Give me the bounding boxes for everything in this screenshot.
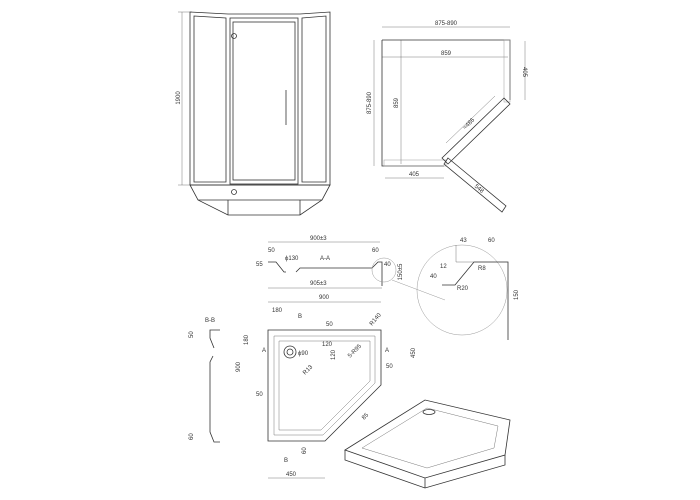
- section-aa-title: A-A: [320, 256, 330, 262]
- bb-bottom-dim: 60: [189, 433, 195, 440]
- right-side-dim: 450: [411, 347, 417, 358]
- rim-detail: 43 60 12 40 R8 R20 150: [416, 238, 520, 340]
- width-inner-dim: 859: [441, 51, 452, 57]
- bottom-width-dim: 905±3: [310, 281, 327, 287]
- section-bb-title: B-B: [205, 318, 215, 324]
- enclosure-plan: 875-890 859 875-890 859 405 405 ≈486 548: [367, 21, 527, 213]
- tray-plan: 900 180 B 50 R140 180 A A 900 ϕ90 120 12…: [236, 295, 417, 479]
- tray-depth-dim: 900: [236, 361, 242, 372]
- diagonal-rim-dim: 85: [361, 412, 370, 421]
- section-b-marker-bottom: B: [284, 458, 288, 464]
- bb-top-dim: 50: [189, 331, 195, 338]
- width-outer-dim: 875-890: [435, 21, 458, 27]
- grid-x-dim: 120: [322, 342, 333, 348]
- left-rim-dim: 50: [256, 392, 263, 398]
- enclosure-elevation: 1900: [176, 11, 331, 216]
- height-dim: 1900: [176, 91, 182, 105]
- depth-inner-dim: 859: [394, 97, 400, 108]
- section-bb: B-B 50 60: [189, 318, 220, 443]
- right-height-dim: 40: [384, 262, 391, 268]
- detail-h1: 12: [440, 264, 447, 270]
- side-right-dim: 405: [521, 67, 527, 78]
- section-a-marker-right: A: [385, 348, 389, 354]
- grid-y-dim: 120: [331, 349, 337, 360]
- detail-height: 150: [514, 289, 520, 300]
- left-height-dim: 55: [256, 262, 263, 268]
- detail-w1: 43: [460, 238, 467, 244]
- side-bottom-dim: 405: [409, 172, 420, 178]
- bottom-rim-dim: 60: [302, 447, 308, 454]
- detail-w2: 60: [488, 238, 495, 244]
- tray-width-dim: 900: [319, 295, 330, 301]
- dot-radius-dim: R13: [302, 364, 314, 376]
- a-offset-dim: 180: [244, 334, 250, 345]
- detail-h2: 40: [430, 274, 437, 280]
- detail-r-large: R20: [457, 286, 469, 292]
- left-rim-dim: 50: [268, 248, 275, 254]
- right-rim-dim: 60: [372, 248, 379, 254]
- tray-3d-view: [344, 399, 511, 489]
- corner-radius-dim: R140: [369, 312, 383, 327]
- top-rim-dim: 50: [326, 322, 333, 328]
- depth-outer-dim: 875-890: [367, 91, 373, 114]
- section-a-marker-left: A: [262, 348, 266, 354]
- drain-diameter-dim: ϕ130: [285, 256, 299, 262]
- door-dim: 548: [473, 184, 485, 195]
- total-height-dim: 150±5: [398, 263, 404, 280]
- detail-r-small: R8: [478, 266, 486, 272]
- b-offset-dim: 180: [272, 308, 283, 314]
- inner-radius-dim: 5-R95: [347, 343, 363, 359]
- drain-dim: ϕ90: [298, 351, 309, 357]
- right-rim-dim: 50: [386, 364, 393, 370]
- top-width-dim: 900±3: [310, 236, 327, 242]
- section-aa: 900±3 A-A 50 60 55 40 ϕ130 905±3 150±5: [256, 236, 446, 301]
- section-b-marker-top: B: [298, 314, 302, 320]
- fixed-panel-dim: ≈486: [462, 117, 476, 131]
- bottom-side-dim: 450: [286, 472, 297, 478]
